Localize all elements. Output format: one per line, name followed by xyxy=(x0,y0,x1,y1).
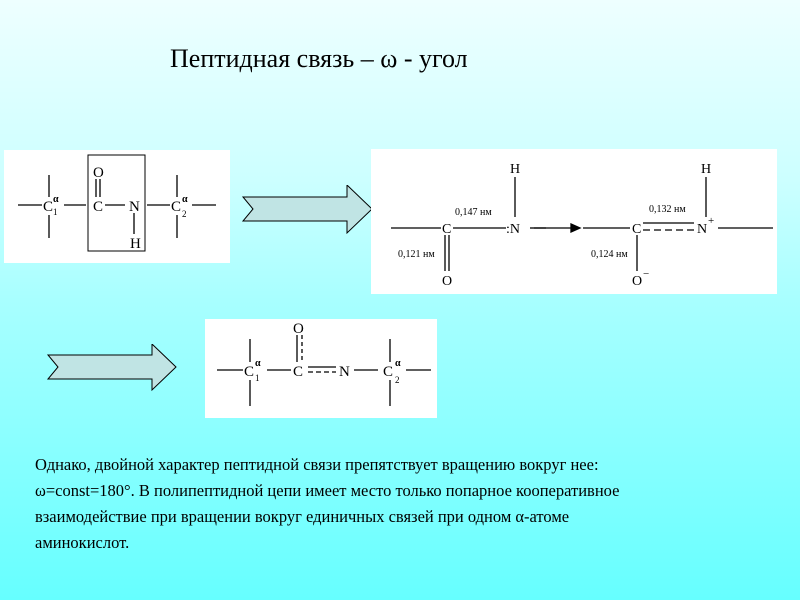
svg-text:1: 1 xyxy=(255,373,260,383)
peptide-bond-diagram: C 1 α O C N H C 2 α xyxy=(4,150,230,263)
c-alpha-2-atom: C xyxy=(171,199,181,215)
left-oxygen-atom: O xyxy=(442,274,452,289)
explanation-line: ω=const=180°. В полипептидной цепи имеет… xyxy=(35,481,620,500)
svg-text:α: α xyxy=(53,194,59,205)
svg-text:α: α xyxy=(395,358,401,369)
right-nitrogen-atom: N xyxy=(697,222,707,237)
c-alpha-2-atom: C xyxy=(383,364,393,380)
partial-double-bond-svg: C 1 α O C N C 2 α xyxy=(217,321,431,406)
peptide-group-box xyxy=(87,154,146,252)
right-hydrogen-atom: H xyxy=(701,162,711,177)
left-nitrogen-atom: :N xyxy=(506,222,520,237)
explanation-line: взаимодействие при вращении вокруг едини… xyxy=(35,507,570,526)
right-arrow-2 xyxy=(45,342,180,394)
peptide-structure-svg: C 1 α O C N H C 2 α xyxy=(18,154,216,252)
block-arrow-icon xyxy=(241,183,373,235)
block-arrow-icon xyxy=(46,342,177,392)
co-bond-length-label: 0,121 нм xyxy=(398,249,435,260)
amide-hydrogen-atom: H xyxy=(130,236,141,252)
carbonyl-oxygen-atom: O xyxy=(93,165,104,181)
resonance-structures-svg: C O :N H 0,147 нм 0,121 нм C O − N + H 0… xyxy=(391,162,773,289)
slide-title: Пептидная связь – ω - угол xyxy=(170,44,468,73)
c-alpha-1-atom: C xyxy=(244,364,254,380)
right-arrow-1 xyxy=(240,183,375,235)
svg-text:1: 1 xyxy=(53,207,58,217)
svg-text:−: − xyxy=(643,268,649,280)
partial-double-bond-diagram: C 1 α O C N C 2 α xyxy=(205,319,437,418)
amide-nitrogen-atom: N xyxy=(129,199,140,215)
resonance-diagram: C O :N H 0,147 нм 0,121 нм C O − N + H 0… xyxy=(371,149,777,294)
left-carbon-atom: C xyxy=(442,222,451,237)
carbonyl-oxygen-atom: O xyxy=(293,321,304,337)
amide-nitrogen-atom: N xyxy=(339,364,350,380)
partial-double-bond-length-label: 0,132 нм xyxy=(649,204,686,215)
explanation-line: Однако, двойной характер пептидной связи… xyxy=(35,455,599,474)
cn-bond-length-label: 0,147 нм xyxy=(455,207,492,218)
svg-text:2: 2 xyxy=(182,209,187,219)
right-carbon-atom: C xyxy=(632,222,641,237)
co-single-bond-length-label: 0,124 нм xyxy=(591,249,628,260)
svg-text:α: α xyxy=(182,194,188,205)
right-oxygen-atom: O xyxy=(632,274,642,289)
c-alpha-1-atom: C xyxy=(43,199,53,215)
svg-text:+: + xyxy=(708,215,714,227)
carbonyl-carbon-atom: C xyxy=(93,199,103,215)
left-hydrogen-atom: H xyxy=(510,162,520,177)
svg-text:α: α xyxy=(255,358,261,369)
explanation-paragraph: Однако, двойной характер пептидной связи… xyxy=(35,452,775,556)
carbonyl-carbon-atom: C xyxy=(293,364,303,380)
explanation-line: аминокислот. xyxy=(35,533,130,552)
svg-text:2: 2 xyxy=(395,375,400,385)
